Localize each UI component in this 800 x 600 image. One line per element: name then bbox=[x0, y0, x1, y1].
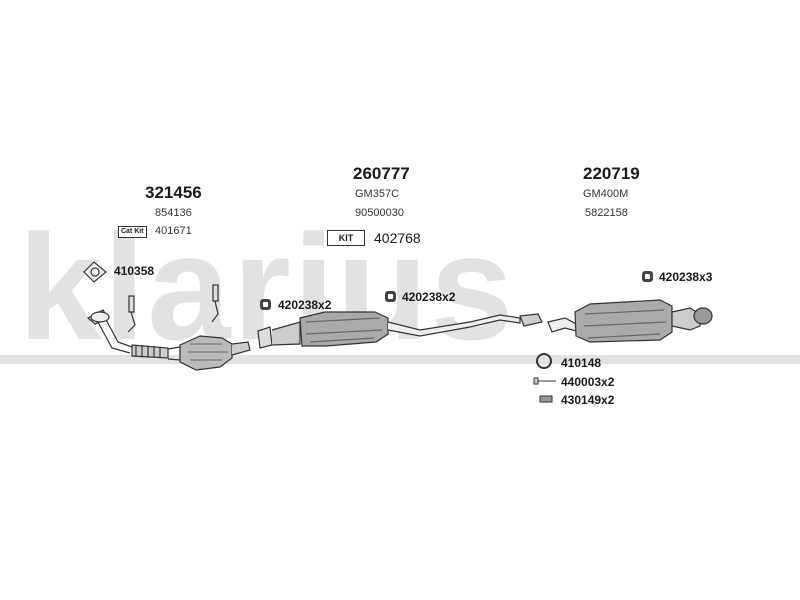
clamp-icon bbox=[642, 271, 653, 282]
clamp-right-part-number: 420238x3 bbox=[659, 270, 713, 284]
part-number-321456: 321456 bbox=[145, 183, 202, 202]
ring-part-number: 410148 bbox=[561, 356, 602, 370]
catalytic-converter bbox=[127, 284, 251, 371]
clamp-mid-part-number: 420238x2 bbox=[402, 290, 456, 304]
gasket-icon bbox=[83, 261, 107, 283]
cat-kit-number: 401671 bbox=[155, 225, 192, 237]
rear-silencer bbox=[547, 299, 713, 343]
oe-number-90500030: 90500030 bbox=[355, 207, 404, 219]
kit-number: 402768 bbox=[374, 230, 421, 246]
oe-number-854136: 854136 bbox=[155, 207, 192, 219]
spring-part-number: 430149x2 bbox=[561, 393, 615, 407]
pipe-connector bbox=[519, 313, 543, 327]
bolt-part-number: 440003x2 bbox=[561, 375, 615, 389]
gasket-part-number: 410358 bbox=[114, 264, 155, 278]
front-pipe bbox=[86, 309, 181, 361]
clamp-icon bbox=[260, 299, 271, 310]
clamp-left-part-number: 420238x2 bbox=[278, 298, 332, 312]
part-number-260777: 260777 bbox=[353, 164, 410, 183]
centre-silencer bbox=[257, 311, 521, 349]
spring-icon bbox=[539, 395, 553, 403]
oe-number-gm357c: GM357C bbox=[355, 188, 400, 200]
cat-kit-badge: Cat Kit bbox=[118, 226, 147, 238]
clamp-icon bbox=[385, 291, 396, 302]
oe-number-gm400m: GM400M bbox=[583, 188, 629, 200]
part-number-220719: 220719 bbox=[583, 164, 640, 183]
oe-number-5822158: 5822158 bbox=[585, 207, 628, 219]
watermark-bar bbox=[0, 355, 800, 364]
ring-icon bbox=[536, 353, 552, 369]
bolt-icon bbox=[533, 377, 556, 385]
kit-badge: KIT bbox=[327, 230, 365, 246]
